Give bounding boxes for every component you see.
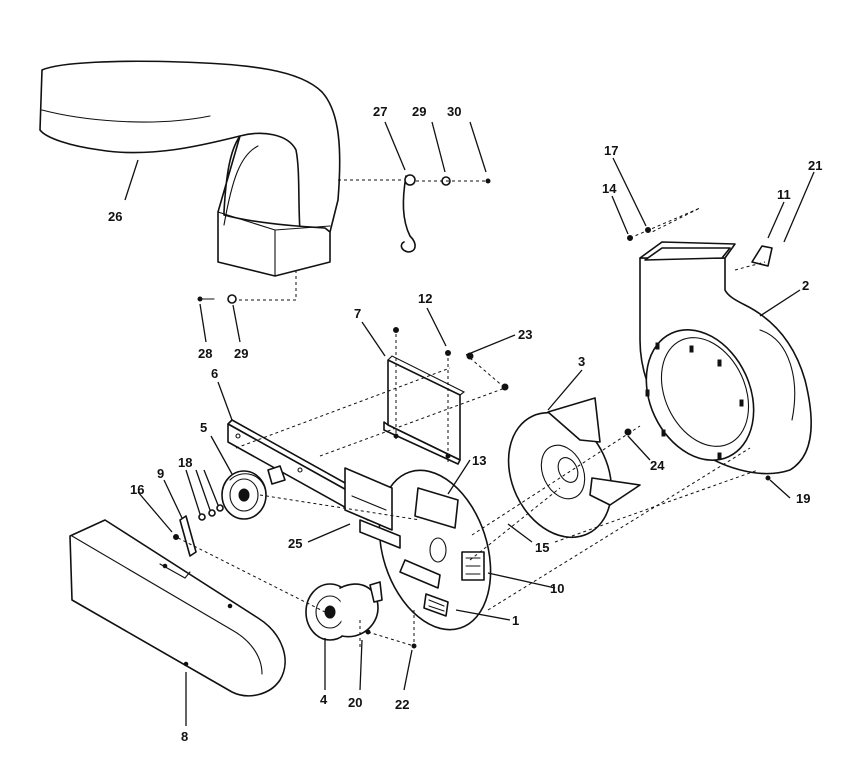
callout-20: 20	[348, 695, 362, 710]
callout-28: 28	[198, 346, 212, 361]
callout-4: 4	[320, 692, 328, 707]
back-plate	[378, 469, 492, 631]
callout-29-hook: 29	[412, 104, 426, 119]
callout-27: 27	[373, 104, 387, 119]
belt-guard-hardware	[173, 504, 224, 557]
callout-1: 1	[512, 613, 519, 628]
bracket	[751, 245, 773, 267]
motor-block	[344, 467, 401, 549]
callout-22: 22	[395, 697, 409, 712]
callout-7: 7	[354, 306, 361, 321]
large-pulley	[305, 581, 417, 649]
callout-12: 12	[418, 291, 432, 306]
callout-labels: 1 2 3 4 5 6 7 8 9 10 11 12 13 14 15 16 1…	[108, 104, 822, 744]
callout-17: 17	[604, 143, 618, 158]
callout-23: 23	[518, 327, 532, 342]
callout-9: 9	[157, 466, 164, 481]
chute-hardware	[197, 294, 237, 304]
callout-13: 13	[472, 453, 486, 468]
discharge-chute	[39, 60, 341, 277]
callout-30: 30	[447, 104, 461, 119]
callout-29-chute: 29	[234, 346, 248, 361]
callout-3: 3	[578, 354, 585, 369]
leader-lines	[124, 121, 815, 726]
callout-8: 8	[181, 729, 188, 744]
callout-14: 14	[602, 181, 617, 196]
belt-guard	[69, 519, 286, 697]
support-bar	[227, 419, 373, 521]
blower-housing	[639, 241, 813, 475]
callout-16: 16	[130, 482, 144, 497]
callout-25: 25	[288, 536, 302, 551]
callout-21: 21	[808, 158, 822, 173]
impeller	[507, 397, 641, 539]
callout-11: 11	[777, 187, 791, 202]
callout-6: 6	[211, 366, 218, 381]
callout-10: 10	[550, 581, 564, 596]
assembly-lines	[177, 179, 766, 650]
housing-screws	[627, 227, 771, 481]
callout-2: 2	[802, 278, 809, 293]
mount-plate	[383, 327, 509, 465]
callout-5: 5	[200, 420, 207, 435]
callout-24: 24	[650, 458, 665, 473]
callout-19: 19	[796, 491, 810, 506]
callout-26: 26	[108, 209, 122, 224]
callout-18: 18	[178, 455, 192, 470]
small-pulley	[221, 470, 267, 520]
hook-assembly	[400, 174, 491, 253]
callout-15: 15	[535, 540, 549, 555]
